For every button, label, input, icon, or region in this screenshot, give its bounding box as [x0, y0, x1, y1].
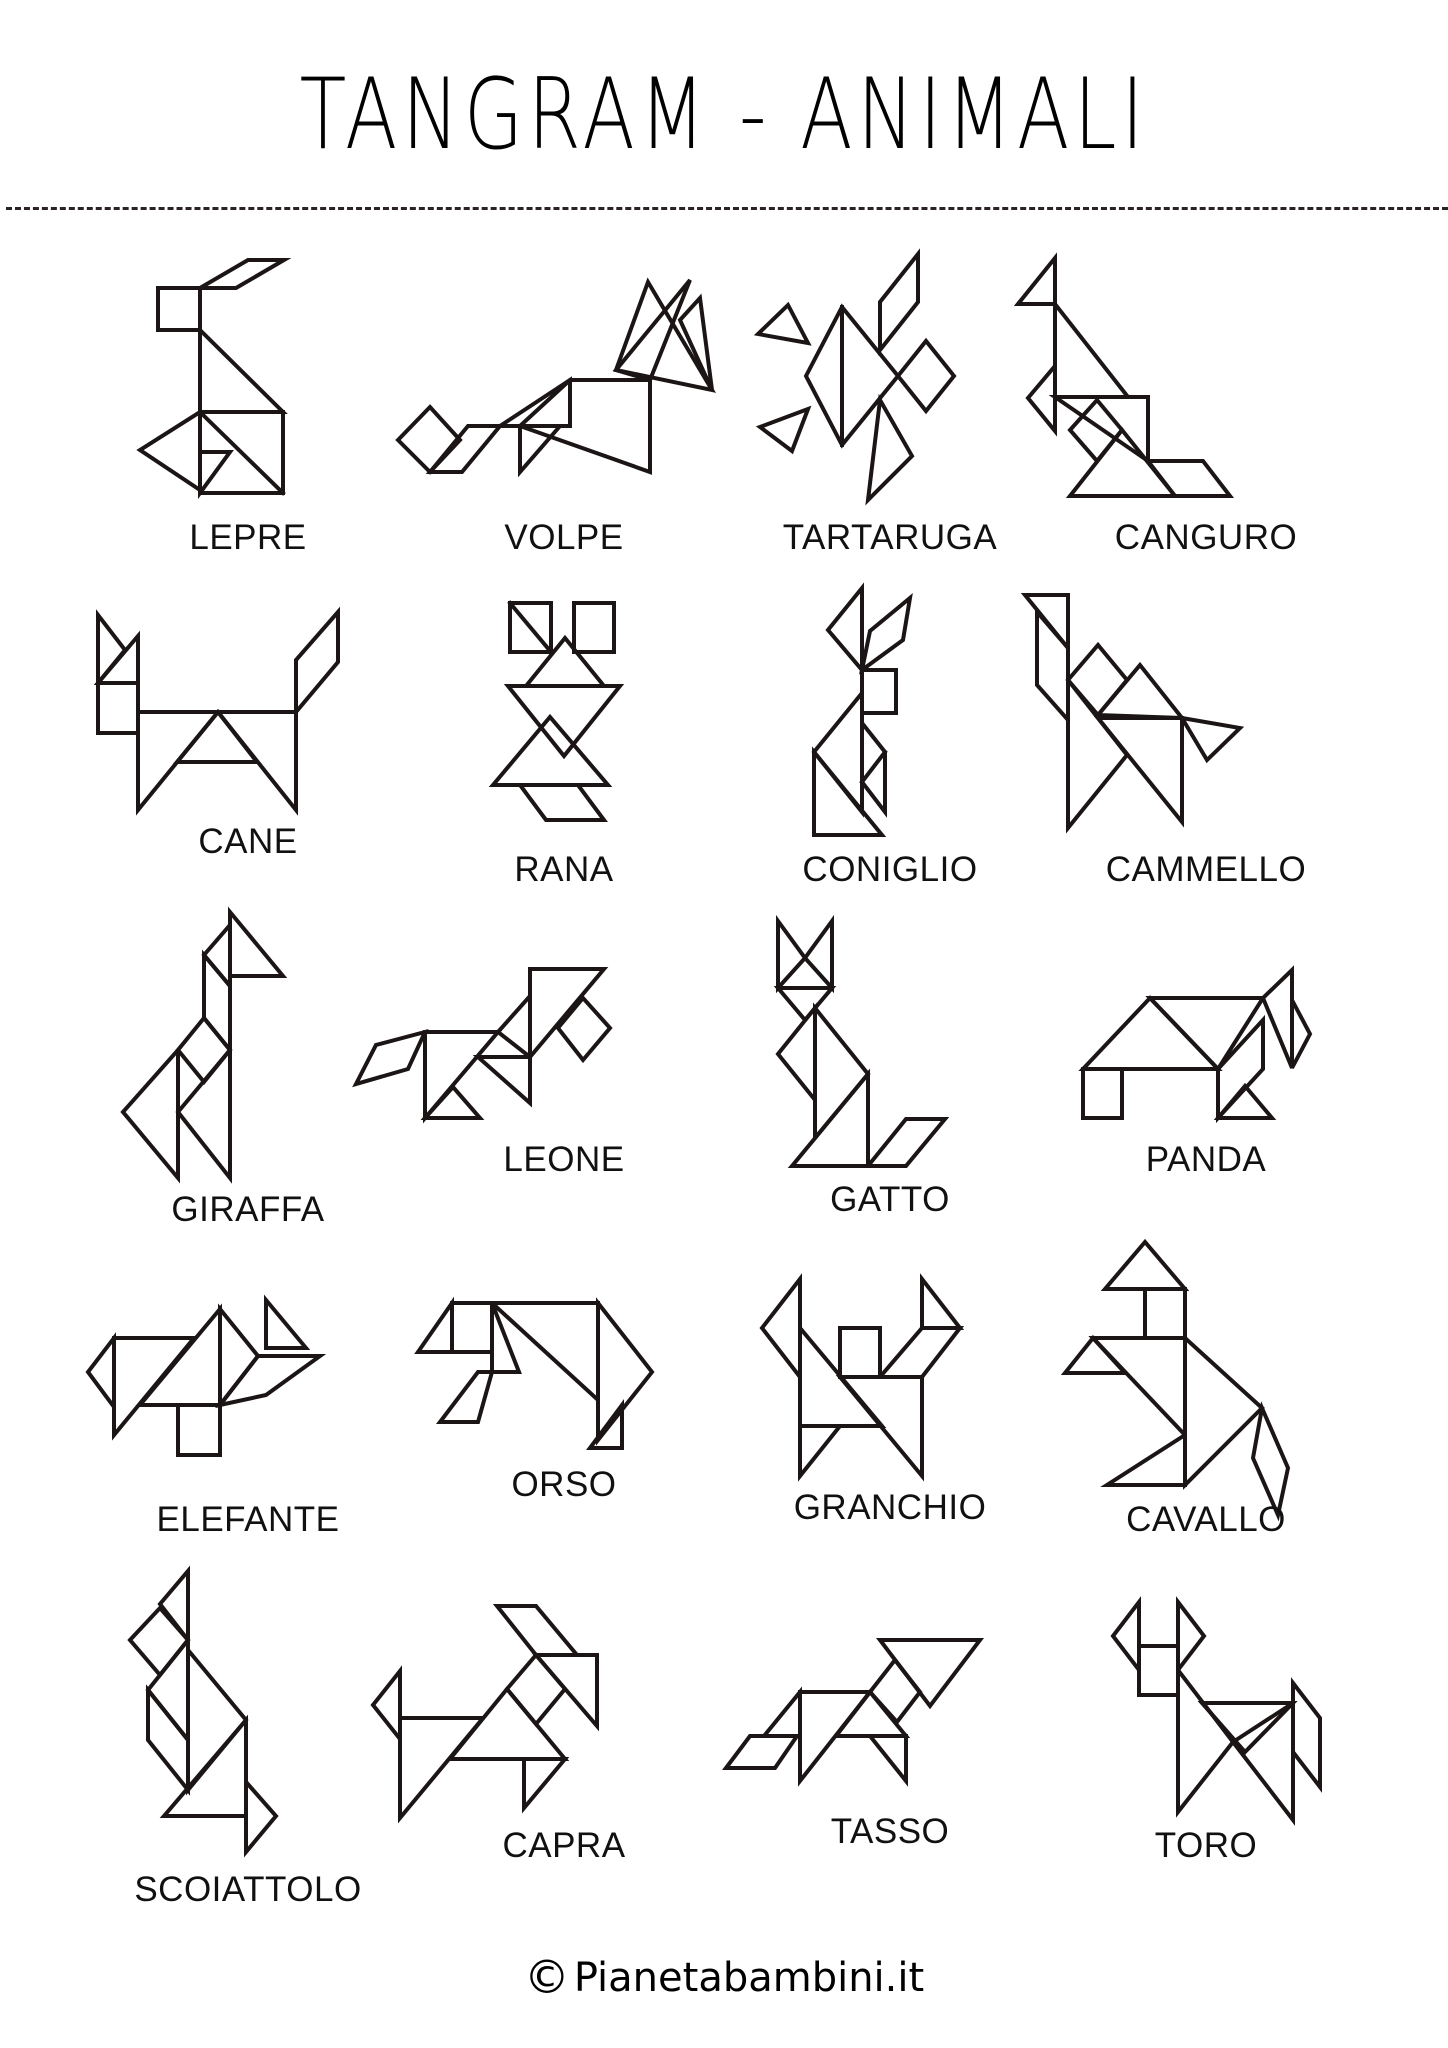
- label-capra: CAPRA: [502, 1826, 626, 1865]
- label-giraffa: GIRAFFA: [171, 1190, 325, 1229]
- label-canguro: CANGURO: [1114, 518, 1298, 557]
- label-rana: RANA: [514, 850, 614, 889]
- dashed-separator: [6, 207, 1448, 210]
- site-name: Pianetabambini.it: [573, 1955, 925, 2001]
- label-scoiattolo: SCOIATTOLO: [134, 1870, 362, 1909]
- page-title: TANGRAM - ANIMALI: [299, 58, 1149, 172]
- copyright-icon: ©: [523, 1950, 570, 2004]
- label-toro: TORO: [1154, 1826, 1258, 1865]
- label-coniglio: CONIGLIO: [802, 850, 978, 889]
- label-orso: ORSO: [511, 1465, 617, 1504]
- label-tartaruga: TARTARUGA: [782, 518, 998, 557]
- label-leone: LEONE: [503, 1140, 625, 1179]
- label-lepre: LEPRE: [189, 518, 307, 557]
- footer-credit: ©Pianetabambini.it: [0, 1950, 1448, 2004]
- label-tasso: TASSO: [830, 1812, 950, 1851]
- label-granchio: GRANCHIO: [793, 1488, 987, 1527]
- label-cane: CANE: [198, 822, 298, 861]
- label-gatto: GATTO: [830, 1180, 950, 1219]
- label-cammello: CAMMELLO: [1105, 850, 1307, 889]
- label-elefante: ELEFANTE: [156, 1500, 340, 1539]
- label-volpe: VOLPE: [504, 518, 624, 557]
- label-panda: PANDA: [1145, 1140, 1267, 1179]
- label-cavallo: CAVALLO: [1126, 1500, 1286, 1539]
